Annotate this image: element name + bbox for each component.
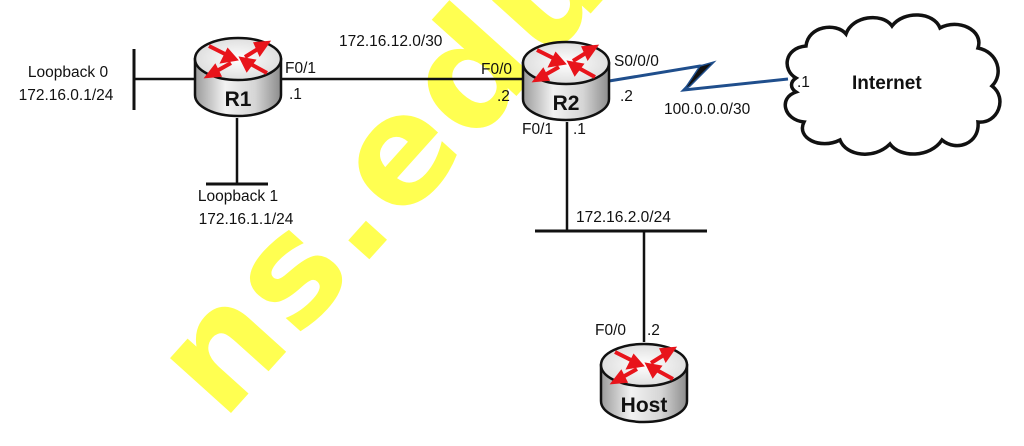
host-label-isp: .1	[797, 74, 810, 91]
network-label-r1-r2: 172.16.12.0/30	[339, 33, 443, 50]
device-label-r1[interactable]: R1	[224, 88, 252, 111]
loopback0-name: Loopback 0	[27, 64, 109, 81]
loopback1-address: 172.16.1.1/24	[198, 211, 294, 228]
interface-label-r1-f0-1: F0/1	[285, 60, 317, 77]
host-label-r2-s0-0-0: .2	[620, 88, 633, 105]
device-label-host[interactable]: Host	[620, 394, 668, 417]
device-label-r2[interactable]: R2	[552, 92, 580, 115]
loopback0-address: 172.16.0.1/24	[18, 87, 114, 104]
host-label-host: .2	[647, 322, 660, 339]
host-label-r2-f0-1: .1	[573, 121, 586, 138]
network-topology-diagram: ns.edu.vn	[18, 0, 1002, 446]
device-label-internet[interactable]: Internet	[852, 73, 922, 94]
interface-label-r2-s0-0-0: S0/0/0	[614, 53, 659, 70]
loopback1-name: Loopback 1	[197, 188, 279, 205]
topology-lines	[132, 13, 1002, 424]
interface-label-host-f0-0: F0/0	[595, 322, 627, 339]
network-label-r2-internet: 100.0.0.0/30	[664, 101, 751, 118]
network-label-lan: 172.16.2.0/24	[576, 209, 671, 226]
interface-label-r2-f0-1: F0/1	[522, 121, 554, 138]
cloud-icon	[783, 13, 1002, 156]
host-label-r2-f0-0: .2	[497, 88, 510, 105]
host-label-r1: .1	[289, 86, 302, 103]
interface-label-r2-f0-0: F0/0	[481, 61, 513, 78]
